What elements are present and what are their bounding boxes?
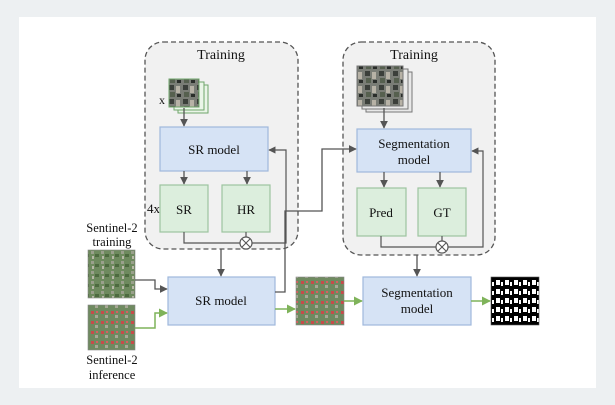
sr-model-main-label: SR model	[195, 293, 247, 308]
pred-output-label: Pred	[369, 205, 393, 220]
sr-output-box	[159, 184, 209, 233]
hr-tile-stack-icon	[168, 78, 209, 114]
right-loss-icon	[435, 240, 449, 254]
inference-input-label-line1: Sentinel-2	[86, 353, 137, 367]
sr-model-train-label: SR model	[188, 142, 240, 157]
batch-multiplier-label: 4x	[147, 201, 161, 216]
sr-output-label: SR	[176, 202, 192, 217]
segmentation-main-line1: Segmentation	[381, 285, 453, 300]
training-input-label-line1: Sentinel-2	[86, 221, 137, 235]
left-panel-title: Training	[197, 48, 245, 63]
training-input-label-line2: training	[93, 235, 133, 249]
sentinel-training-image	[87, 249, 136, 299]
sr-output-image	[295, 276, 345, 326]
segmentation-main-line2: model	[401, 301, 434, 316]
segmentation-main-box	[362, 276, 472, 326]
right-training-panel: Training Segmentation model Pred GT	[342, 41, 496, 256]
sr-model-train-box	[159, 126, 269, 172]
segmentation-train-line2: model	[398, 152, 431, 167]
left-training-panel: Training x SR model 4x SR HR	[144, 41, 299, 250]
pred-output-box	[356, 187, 407, 237]
right-panel-title: Training	[390, 48, 438, 63]
inference-input-label-line2: inference	[89, 368, 136, 382]
hr-output-label: HR	[237, 202, 255, 217]
segmentation-train-line1: Segmentation	[378, 136, 450, 151]
hr-output-box	[221, 184, 271, 233]
pipeline-diagram: Training x SR model 4x SR HR	[19, 17, 596, 388]
segmentation-mask-icon	[490, 276, 540, 326]
gt-output-label: GT	[433, 205, 450, 220]
tile-multiplier-label: x	[159, 93, 165, 107]
sentinel-inference-image	[87, 304, 136, 351]
aerial-tile-stack-icon	[356, 65, 413, 113]
left-loss-icon	[239, 236, 253, 250]
segmentation-train-box	[356, 128, 472, 173]
sr-model-main-box	[167, 276, 276, 326]
